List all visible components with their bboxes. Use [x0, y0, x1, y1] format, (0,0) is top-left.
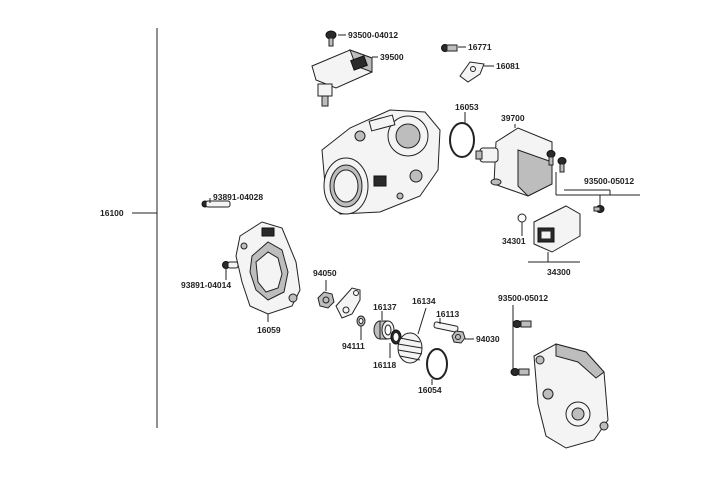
actuator-39700 [475, 124, 553, 197]
assembly-bracket [132, 28, 158, 428]
shaft-16113 [433, 318, 459, 333]
part-label-39500: 39500 [380, 52, 404, 62]
part-label-34300: 34300 [547, 267, 571, 277]
spring-16134 [397, 307, 427, 364]
screws-93500-05012-right [546, 150, 640, 213]
nut-94050 [317, 280, 335, 309]
part-label-34301: 34301 [502, 236, 526, 246]
bracket-16081 [459, 61, 494, 83]
assembly-number-label: 16100 [100, 208, 124, 218]
lever-plate [335, 287, 361, 319]
part-label-39700: 39700 [501, 113, 525, 123]
part-label-93891-04028: 93891-04028 [213, 192, 263, 202]
part-label-16054: 16054 [418, 385, 442, 395]
part-label-16081: 16081 [496, 61, 520, 71]
part-label-16137: 16137 [373, 302, 397, 312]
part-label-16059: 16059 [257, 325, 281, 335]
part-label-16053: 16053 [455, 102, 479, 112]
screw-93500-04012-top [325, 30, 346, 47]
clip-34301 [517, 213, 527, 236]
part-label-94050: 94050 [313, 268, 337, 278]
nut-94030 [451, 330, 474, 344]
part-label-94030: 94030 [476, 334, 500, 344]
throttle-body [321, 109, 441, 215]
washer-94111 [356, 315, 366, 340]
part-label-16118: 16118 [373, 360, 396, 370]
screw-16771 [441, 44, 466, 52]
part-label-16113: 16113 [436, 309, 459, 319]
cover-16059 [235, 221, 301, 322]
part-label-94111: 94111 [342, 341, 365, 351]
part-label-93500-05012-bottom: 93500-05012 [498, 293, 548, 303]
pin-93891-04014 [222, 261, 239, 280]
pin-93891-04028 [201, 198, 231, 208]
part-label-93500-04012-top: 93500-04012 [348, 30, 398, 40]
part-label-93500-05012-right: 93500-05012 [584, 176, 634, 186]
cover-housing [533, 343, 609, 449]
sensor-39500 [311, 49, 378, 107]
part-label-16771: 16771 [468, 42, 492, 52]
ring-16118 [389, 329, 402, 358]
o-ring-16054 [426, 348, 448, 385]
screws-93500-05012-bottom [510, 305, 532, 376]
part-label-16134: 16134 [412, 296, 436, 306]
sensor-34300 [528, 205, 581, 263]
part-label-93891-04014: 93891-04014 [181, 280, 231, 290]
o-ring-16053 [449, 112, 475, 158]
